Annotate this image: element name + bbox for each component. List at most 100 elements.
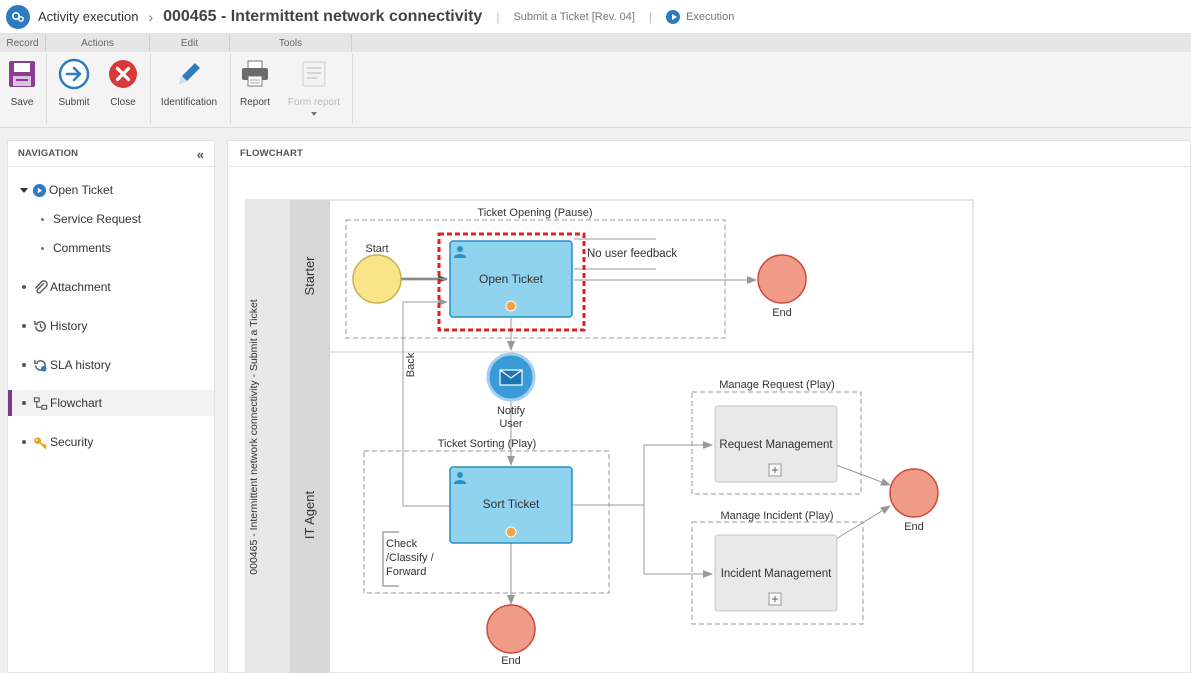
lane-header-it-agent — [290, 352, 330, 673]
subprocess-request-management[interactable] — [714, 405, 838, 483]
lane-label-starter: Starter — [302, 256, 317, 296]
expand-subprocess-glyph: + — [771, 463, 778, 477]
start-label: Start — [365, 243, 388, 255]
end-label: End — [501, 655, 521, 667]
expand-subprocess-icon[interactable] — [768, 592, 782, 606]
group-label-ticket-sorting: Ticket Sorting (Play) — [438, 438, 537, 450]
flow-incident-to-end — [835, 505, 891, 540]
flowchart-panel: FLOWCHART 000465 - Intermittent network … — [227, 140, 1191, 673]
back-label: Back — [405, 352, 417, 377]
page-title: 000465 - Intermittent network connectivi… — [163, 7, 483, 25]
nav-item-security[interactable]: Security — [8, 429, 214, 455]
submit-label: Submit — [58, 97, 90, 108]
end-event-sorting[interactable] — [486, 604, 536, 654]
navigation-panel: NAVIGATION « Open Ticket Service Request… — [7, 140, 215, 673]
bullet — [41, 217, 44, 221]
divider: | — [496, 9, 500, 24]
group-actions: Actions — [46, 34, 150, 52]
sla-history-icon — [32, 357, 48, 373]
form-marker-icon — [505, 526, 517, 538]
nav-item-open-ticket[interactable]: Open Ticket — [8, 177, 214, 203]
printer-icon — [238, 57, 272, 91]
group-label-ticket-opening: Ticket Opening (Pause) — [477, 207, 592, 219]
close-button[interactable]: Close — [103, 54, 143, 126]
close-icon — [106, 57, 140, 91]
end-event-starter[interactable] — [757, 254, 807, 304]
bullet — [41, 246, 44, 250]
history-icon — [32, 318, 48, 334]
nav-item-history[interactable]: History — [8, 313, 214, 339]
nav-label: Comments — [53, 241, 112, 255]
subprocess-label-request: Request Management — [719, 439, 833, 451]
lane-label-it-agent: IT Agent — [302, 491, 317, 540]
play-circle-icon — [31, 182, 47, 198]
execution-status: Execution — [686, 10, 735, 23]
lane-header-starter — [290, 200, 330, 352]
notify-label-line2: User — [499, 418, 523, 430]
dropdown-arrow-icon — [311, 112, 317, 116]
identification-button[interactable]: Identification — [156, 54, 222, 126]
submit-button[interactable]: Submit — [53, 54, 95, 126]
flow-sort-to-request — [572, 441, 713, 506]
paperclip-icon — [32, 279, 48, 295]
execution-status-icon — [666, 9, 681, 24]
end-label: End — [772, 307, 792, 319]
end-event-management[interactable] — [889, 468, 939, 518]
ribbon-toolbar: Record Actions Edit Tools Save Submit Cl… — [0, 34, 1191, 128]
nav-item-service-request[interactable]: Service Request — [8, 206, 214, 232]
nav-label: Security — [50, 435, 94, 449]
ribbon-separator — [230, 54, 231, 124]
nav-item-sla-history[interactable]: SLA history — [8, 352, 214, 378]
pool-header — [246, 200, 290, 673]
nav-item-attachment[interactable]: Attachment — [8, 274, 214, 300]
task-open-ticket[interactable] — [449, 240, 573, 318]
nav-item-flowchart[interactable]: Flowchart — [8, 390, 214, 416]
group-record: Record — [0, 34, 46, 52]
divider: | — [648, 9, 653, 24]
user-task-icon — [454, 246, 466, 258]
breadcrumb-activity-execution[interactable]: Activity execution — [38, 9, 139, 24]
end-label: End — [904, 521, 924, 533]
annotation-line1: Check — [386, 538, 418, 550]
pool-label: 000465 - Intermittent network connectivi… — [248, 299, 260, 575]
save-button[interactable]: Save — [4, 54, 40, 126]
flow-back — [402, 298, 450, 507]
expand-subprocess-icon[interactable] — [768, 463, 782, 477]
key-icon — [32, 434, 48, 450]
nav-item-comments[interactable]: Comments — [8, 235, 214, 261]
envelope-icon — [499, 369, 523, 386]
app-logo-icon — [6, 4, 30, 29]
ribbon-separator — [352, 54, 353, 124]
group-label-manage-request: Manage Request (Play) — [719, 379, 835, 391]
form-report-icon — [297, 57, 331, 91]
task-sort-ticket[interactable] — [449, 466, 573, 544]
navigation-title: NAVIGATION — [8, 141, 214, 167]
form-report-button[interactable]: Form report — [284, 54, 344, 126]
flow-sort-to-incident — [643, 505, 713, 578]
collapse-panel-icon[interactable]: « — [196, 147, 204, 162]
start-event[interactable] — [352, 254, 402, 304]
ribbon-group-headers: Record Actions Edit Tools — [0, 34, 1191, 52]
bullet — [22, 285, 26, 289]
save-label: Save — [10, 97, 34, 108]
report-button[interactable]: Report — [234, 54, 276, 126]
task-label-sort-ticket: Sort Ticket — [483, 497, 540, 511]
subprocess-label-incident: Incident Management — [721, 568, 832, 580]
annotation-bracket — [382, 531, 399, 587]
arrow-right-circle-icon — [57, 57, 91, 91]
subprocess-incident-management[interactable] — [714, 534, 838, 612]
no-feedback-label: No user feedback — [587, 248, 677, 260]
flowchart-title: FLOWCHART — [228, 141, 1190, 167]
form-report-label: Form report — [287, 97, 341, 108]
title-bar: Activity execution › 000465 - Intermitte… — [0, 0, 1191, 34]
nav-label: Service Request — [53, 212, 142, 226]
report-label: Report — [239, 97, 270, 108]
expand-subprocess-glyph: + — [771, 592, 778, 606]
expand-toggle-icon[interactable] — [20, 187, 28, 193]
floppy-disk-icon — [5, 57, 39, 91]
group-ticket-sorting — [363, 450, 610, 594]
bpmn-diagram: 000465 - Intermittent network connectivi… — [245, 199, 974, 673]
annotation-line3: Forward — [386, 566, 426, 578]
nav-label: SLA history — [50, 358, 111, 372]
process-name: Submit a Ticket [Rev. 04] — [513, 10, 635, 23]
